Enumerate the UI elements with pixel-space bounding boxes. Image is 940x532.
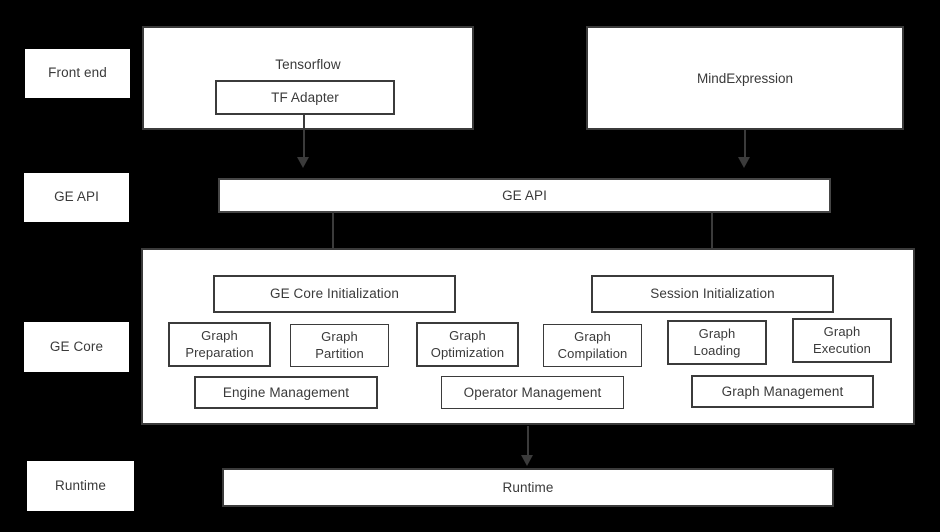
graph-optimization-line2: Optimization [430, 344, 505, 360]
graph-preparation-box[interactable]: Graph Preparation [168, 322, 271, 367]
session-initialization-label: Session Initialization [650, 286, 775, 302]
engine-management-label: Engine Management [222, 384, 350, 400]
layer-label-runtime-text: Runtime [55, 477, 106, 493]
graph-partition-box[interactable]: Graph Partition [290, 324, 389, 367]
runtime-bar[interactable]: Runtime [222, 468, 834, 507]
layer-label-ge-api-text: GE API [54, 189, 99, 205]
layer-label-runtime: Runtime [27, 461, 134, 511]
graph-preparation-line1: Graph [201, 328, 238, 344]
graph-preparation-line2: Preparation [185, 344, 254, 360]
layer-label-ge-api: GE API [24, 173, 129, 222]
graph-execution-line1: Graph [823, 324, 861, 340]
graph-execution-box[interactable]: Graph Execution [792, 318, 892, 363]
ge-core-frame[interactable]: GE Core Initialization Session Initializ… [141, 248, 915, 425]
operator-management-box[interactable]: Operator Management [441, 376, 624, 409]
graph-compilation-box[interactable]: Graph Compilation [543, 324, 642, 367]
tf-adapter-label: TF Adapter [271, 89, 339, 105]
graph-loading-box[interactable]: Graph Loading [667, 320, 767, 365]
graph-optimization-line1: Graph [449, 328, 486, 344]
ge-core-initialization-box[interactable]: GE Core Initialization [213, 275, 456, 313]
arrow-ge-core-to-runtime-line [527, 426, 529, 458]
graph-partition-line1: Graph [321, 329, 358, 345]
graph-loading-line1: Graph [698, 326, 736, 342]
operator-management-label: Operator Management [463, 384, 602, 400]
ge-api-bar[interactable]: GE API [218, 178, 831, 213]
ge-api-bar-label: GE API [502, 187, 547, 203]
graph-partition-line2: Partition [315, 345, 364, 361]
arrow-tf-adapter-to-ge-api-head [297, 157, 309, 168]
arrow-mindexpression-to-ge-api-head [738, 157, 750, 168]
frontend-tensorflow-frame[interactable]: Tensorflow TF Adapter [142, 26, 474, 130]
graph-management-label: Graph Management [721, 383, 844, 399]
ge-core-initialization-label: GE Core Initialization [269, 286, 399, 302]
engine-management-box[interactable]: Engine Management [194, 376, 378, 409]
arrow-ge-api-to-session-init-line [711, 213, 713, 255]
runtime-bar-label: Runtime [502, 479, 554, 495]
frontend-mindexpression-frame[interactable]: MindExpression [586, 26, 904, 130]
arrow-tf-adapter-to-ge-api-line [303, 113, 305, 160]
graph-optimization-box[interactable]: Graph Optimization [416, 322, 519, 367]
arrow-ge-core-to-runtime-head [521, 455, 533, 466]
layer-label-front-end-text: Front end [48, 65, 107, 81]
graph-loading-line2: Loading [693, 342, 741, 358]
arrow-ge-api-to-core-init-line [332, 213, 334, 255]
arrow-mindexpression-to-ge-api-line [744, 130, 746, 160]
layer-label-ge-core-text: GE Core [49, 338, 104, 354]
frontend-mindexpression-title: MindExpression [696, 70, 794, 86]
layer-label-front-end: Front end [25, 49, 130, 98]
tf-adapter-box[interactable]: TF Adapter [215, 80, 395, 115]
session-initialization-box[interactable]: Session Initialization [591, 275, 834, 313]
graph-management-box[interactable]: Graph Management [691, 375, 874, 408]
graph-compilation-line1: Graph [574, 329, 611, 345]
frontend-tensorflow-title: Tensorflow [275, 57, 341, 72]
layer-label-ge-core: GE Core [24, 322, 129, 372]
graph-compilation-line2: Compilation [557, 345, 628, 361]
graph-execution-line2: Execution [813, 340, 871, 356]
